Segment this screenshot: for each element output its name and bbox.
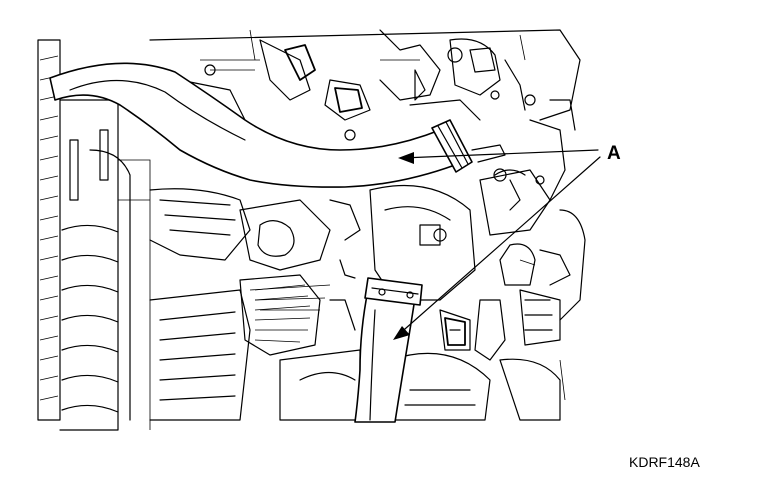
callout-label-a: A [607,143,621,164]
callout-arrows [393,149,601,340]
figure-code: KDRF148A [629,454,700,470]
lower-center [389,352,491,421]
lower-coolant-hose [354,277,423,423]
radiator-grille [37,39,151,431]
lower-engine [149,274,361,421]
hose-clamp-upper [431,119,473,173]
hose-clamp-lower [364,277,423,306]
middle-engine [149,119,566,311]
right-components [439,99,586,421]
upper-coolant-hose [49,62,506,188]
